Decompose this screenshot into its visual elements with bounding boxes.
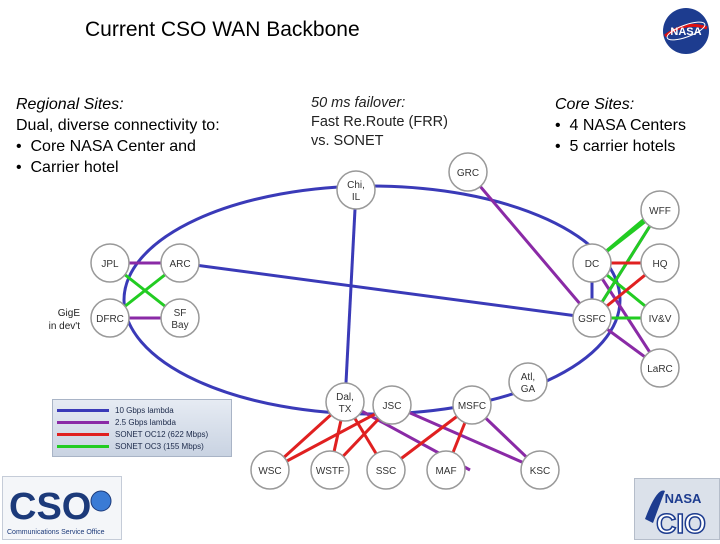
regional-sites-heading: Regional Sites: (16, 96, 124, 113)
node-wsc[interactable]: WSC (250, 450, 290, 490)
node-grc[interactable]: GRC (448, 152, 488, 192)
cio-logo-text: CIO (656, 508, 706, 539)
node-wff-label: WFF (649, 206, 671, 217)
nasa-logo: NASA (663, 8, 709, 54)
node-dal[interactable]: Dal, TX (325, 382, 365, 422)
legend-item-10g: 10 Gbps lambda (57, 406, 174, 416)
node-dal-label-1: Dal, (336, 392, 354, 403)
node-msfc[interactable]: MSFC (452, 385, 492, 425)
node-sf-label-1: SF (174, 308, 187, 319)
node-ssc[interactable]: SSC (366, 450, 406, 490)
failover-line-2: Fast Re.Route (FRR) (311, 114, 448, 130)
node-dfrc-label: DFRC (96, 314, 124, 325)
legend-item-oc3: SONET OC3 (155 Mbps) (57, 442, 204, 452)
link-jsc-wsc (269, 403, 393, 472)
core-bullet-1: • 4 NASA Centers (555, 117, 686, 134)
regional-sites-block: Regional Sites: Dual, diverse connectivi… (16, 94, 220, 178)
node-dc-label: DC (585, 259, 599, 270)
legend-item-2-5g: 2.5 Gbps lambda (57, 418, 176, 428)
node-jsc[interactable]: JSC (372, 385, 412, 425)
node-larc[interactable]: LaRC (640, 348, 680, 388)
legend-swatch-10g (57, 409, 109, 413)
node-maf[interactable]: MAF (426, 450, 466, 490)
link-dc-larc (590, 262, 662, 369)
nasa-logo-text: NASA (670, 26, 701, 38)
node-ksc-label: KSC (530, 466, 551, 477)
link-grc-gsfc (466, 171, 594, 319)
node-sf-label-2: Bay (171, 320, 188, 331)
node-jpl[interactable]: JPL (90, 243, 130, 283)
node-grc-label: GRC (457, 168, 479, 179)
node-gsfc-label: GSFC (578, 314, 606, 325)
link-chi-dal (343, 189, 358, 403)
regional-bullet-1: • Core NASA Center and (16, 138, 196, 155)
core-sites-block: Core Sites: • 4 NASA Centers • 5 carrier… (555, 94, 686, 157)
legend-swatch-2-5g (57, 421, 109, 425)
node-wff[interactable]: WFF (640, 190, 680, 230)
node-chi[interactable]: Chi, IL (336, 170, 376, 210)
node-dal-label-2: TX (339, 404, 352, 415)
node-atl-label-1: Atl, (521, 372, 535, 383)
node-larc-label: LaRC (647, 364, 673, 375)
node-dfrc[interactable]: DFRC (90, 298, 130, 338)
gige-note: GigE in dev't (49, 308, 81, 332)
failover-block: 50 ms failover: Fast Re.Route (FRR) vs. … (311, 94, 448, 151)
node-maf-label: MAF (435, 466, 456, 477)
page-title: Current CSO WAN Backbone (85, 18, 360, 41)
node-ssc-label: SSC (376, 466, 397, 477)
gige-note-line-2: in dev't (49, 321, 81, 332)
legend-item-oc12: SONET OC12 (622 Mbps) (57, 430, 208, 440)
cio-logo-nasa-text: NASA (665, 491, 702, 506)
node-jsc-label: JSC (383, 401, 402, 412)
red-links (268, 261, 661, 472)
link-arc-gsfc (179, 261, 593, 320)
node-chi-label-2: IL (352, 192, 361, 203)
node-sf[interactable]: SF Bay (160, 298, 200, 338)
node-wstf-label: WSTF (316, 466, 344, 477)
nasa-cio-logo: NASA CIO (634, 478, 720, 540)
cso-logo-subtitle: Communications Service Office (7, 529, 105, 536)
node-arc-label: ARC (169, 259, 190, 270)
regional-bullet-2: • Carrier hotel (16, 159, 119, 176)
node-wsc-label: WSC (258, 466, 281, 477)
node-hq-label: HQ (653, 259, 668, 270)
legend-swatch-oc3 (57, 445, 109, 449)
regional-sites-line: Dual, diverse connectivity to: (16, 117, 220, 134)
gige-note-line-1: GigE (58, 308, 81, 319)
node-ksc[interactable]: KSC (520, 450, 560, 490)
cso-logo: CSO Communications Service Office (2, 476, 122, 540)
legend: 10 Gbps lambda 2.5 Gbps lambda SONET OC1… (52, 399, 232, 457)
failover-line-3: vs. SONET (311, 133, 384, 149)
node-chi-label-1: Chi, (347, 180, 365, 191)
node-ivv[interactable]: IV&V (640, 298, 680, 338)
node-ivv-label: IV&V (649, 314, 672, 325)
node-msfc-label: MSFC (458, 401, 486, 412)
core-sites-heading: Core Sites: (555, 96, 635, 113)
node-gsfc[interactable]: GSFC (572, 298, 612, 338)
node-arc[interactable]: ARC (160, 243, 200, 283)
node-wstf[interactable]: WSTF (310, 450, 350, 490)
node-dc[interactable]: DC (572, 243, 612, 283)
node-hq[interactable]: HQ (640, 243, 680, 283)
failover-line-1: 50 ms failover: (311, 95, 406, 111)
node-jpl-label: JPL (101, 259, 119, 270)
link-jsc-ksc (391, 403, 541, 472)
cso-logo-text: CSO (9, 486, 91, 528)
legend-swatch-oc12 (57, 433, 109, 437)
node-atl-label-2: GA (521, 384, 536, 395)
node-atl[interactable]: Atl, GA (508, 362, 548, 402)
core-bullet-2: • 5 carrier hotels (555, 138, 676, 155)
